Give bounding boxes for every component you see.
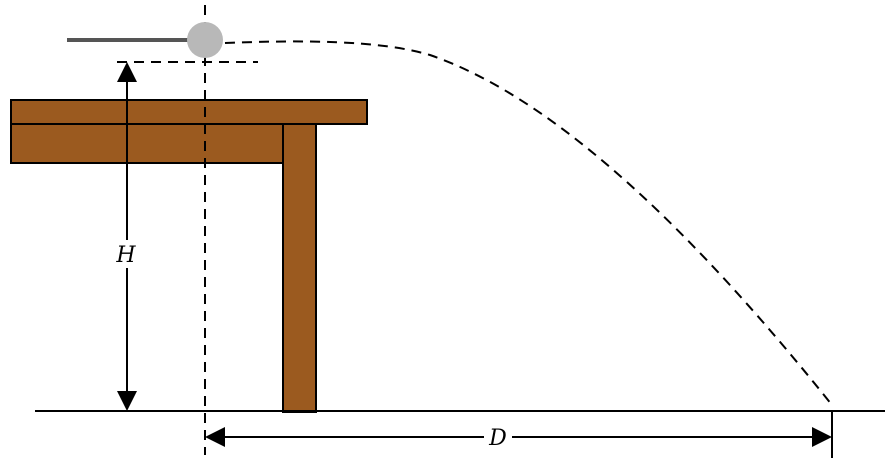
distance-label: D bbox=[488, 426, 507, 451]
trajectory-path bbox=[224, 40, 833, 406]
ball bbox=[187, 22, 223, 58]
table-top-upper bbox=[10, 99, 368, 125]
distance-label-background bbox=[484, 424, 512, 452]
table-top-lower bbox=[10, 123, 284, 164]
table-leg bbox=[282, 123, 317, 413]
height-label-background bbox=[112, 240, 140, 268]
height-label: H bbox=[115, 243, 136, 268]
